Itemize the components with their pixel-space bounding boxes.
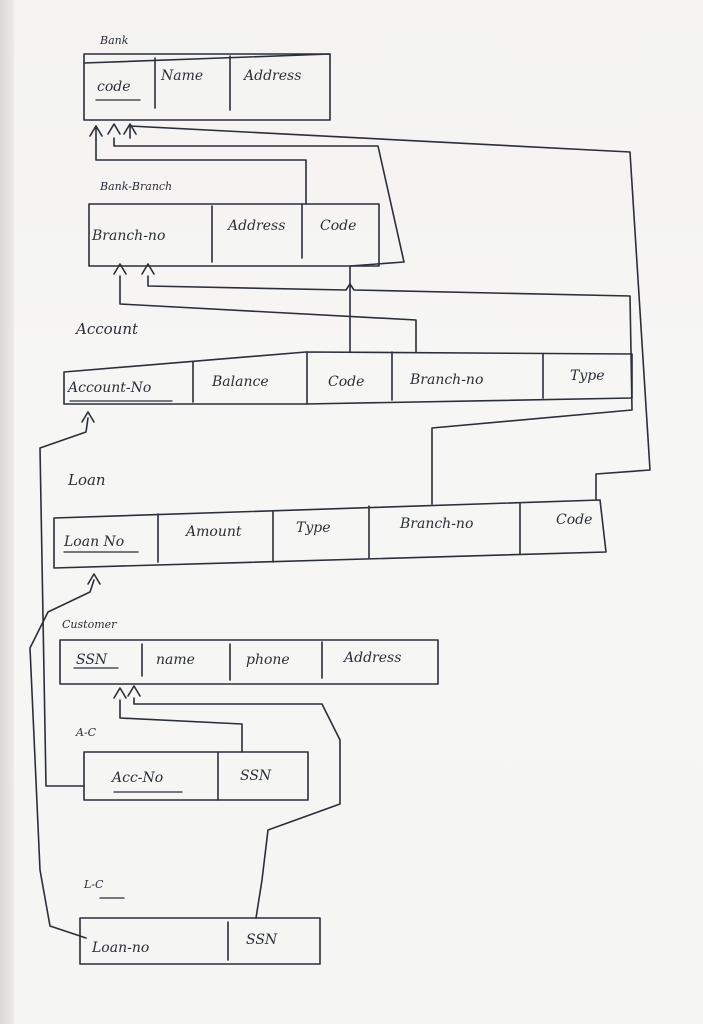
- table-title-l-c: L-C: [83, 878, 104, 891]
- bank-branch-attr-branch-no: Branch-no: [91, 228, 165, 244]
- customer-attr-ssn: SSN: [76, 652, 108, 668]
- loan-attr-loan-no: Loan No: [63, 534, 124, 550]
- fk-lc-loanno-arrowhead: [87, 573, 101, 585]
- l-c-attr-loan-no: Loan-no: [91, 940, 149, 956]
- fk-loan-code-arrowhead: [123, 123, 137, 135]
- account-attr-type: Type: [570, 368, 605, 384]
- account-attr-account-no: Account-No: [66, 380, 151, 396]
- loan-attr-branch-no: Branch-no: [399, 516, 473, 532]
- a-c-attr-acc-no: Acc-No: [110, 770, 163, 786]
- bank-attr-address: Address: [242, 68, 301, 84]
- bank-attr-name: Name: [160, 68, 203, 84]
- fk-branch-code-arrowhead: [89, 125, 103, 141]
- bank-attr-code: code: [97, 79, 131, 95]
- table-box-a-c: [83, 751, 309, 801]
- a-c-attr-ssn: SSN: [240, 768, 272, 784]
- table-box-customer: [59, 639, 439, 685]
- fk-account-branch-to-branch: [119, 275, 417, 353]
- customer-attr-name: name: [156, 652, 195, 668]
- fk-loan-branch-arrowhead: [141, 263, 155, 275]
- table-title-customer: Customer: [62, 618, 117, 631]
- fk-account-code-to-bank: [113, 137, 405, 353]
- customer-attr-address: Address: [342, 650, 401, 666]
- bank-branch-attr-code: Code: [320, 218, 356, 234]
- fk-ac-ssn-to-customer: [119, 699, 243, 753]
- table-box-l-c: [79, 917, 321, 965]
- table-title-bank-branch: Bank-Branch: [99, 180, 172, 193]
- table-title-bank: Bank: [99, 34, 129, 47]
- fk-ac-ssn-arrowhead: [113, 687, 127, 699]
- fk-loan-code-to-bank: [129, 125, 651, 501]
- fk-loan-branch-to-branch: [147, 275, 633, 505]
- bank-branch-attr-address: Address: [226, 218, 285, 234]
- account-attr-balance: Balance: [211, 374, 269, 390]
- customer-attr-phone: phone: [246, 652, 290, 668]
- paper-edge-shadow: [0, 0, 14, 1024]
- loan-attr-code: Code: [556, 512, 592, 528]
- fk-ac-accno-to-account: [39, 417, 89, 787]
- table-title-loan: Loan: [67, 471, 106, 489]
- loan-attr-type: Type: [296, 520, 331, 536]
- bank-box-top-edge: [83, 53, 331, 64]
- fk-lc-ssn-arrowhead: [127, 685, 141, 697]
- table-box-bank-branch: [88, 203, 380, 267]
- table-box-loan: [53, 499, 607, 569]
- fk-account-code-arrowhead: [107, 123, 121, 135]
- loan-attr-amount: Amount: [184, 524, 242, 540]
- fk-ac-accno-arrowhead: [81, 411, 95, 423]
- fk-lc-loanno-to-loan: [29, 579, 95, 939]
- account-attr-code: Code: [328, 374, 364, 390]
- fk-branch-code-to-bank: [95, 139, 307, 205]
- table-title-a-c: A-C: [75, 726, 97, 739]
- fk-lc-ssn-to-customer: [133, 697, 341, 919]
- account-attr-branch-no: Branch-no: [409, 372, 483, 388]
- table-title-account: Account: [74, 320, 139, 338]
- l-c-attr-ssn: SSN: [246, 932, 278, 948]
- fk-account-branch-arrowhead: [113, 263, 127, 275]
- table-box-bank: [83, 53, 331, 121]
